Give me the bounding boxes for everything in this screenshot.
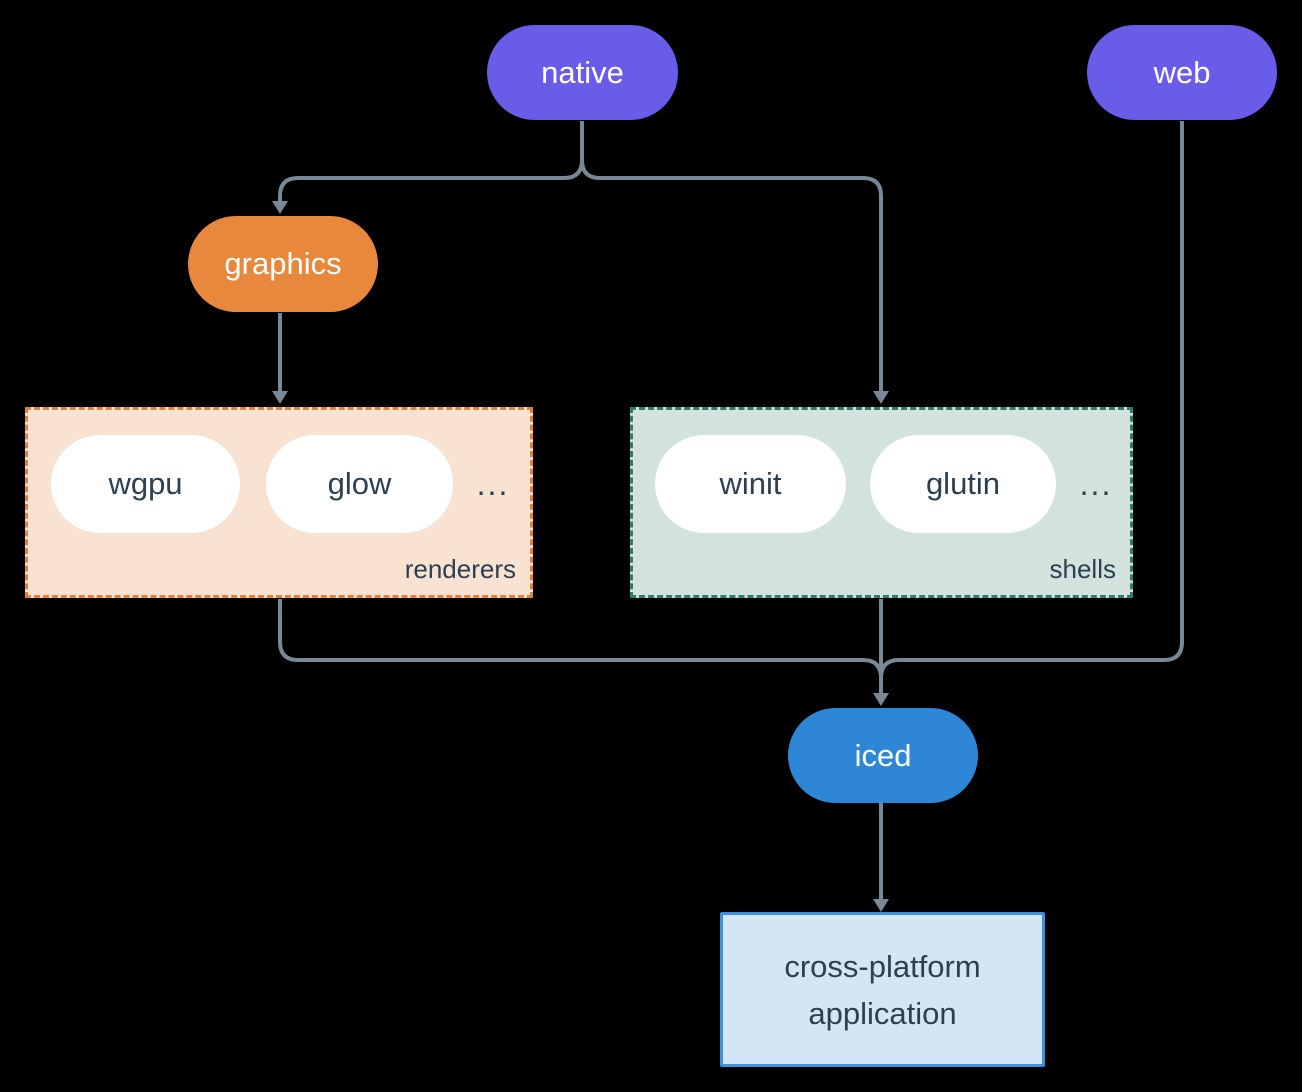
edge-web-to-iced <box>879 121 1184 679</box>
arrowhead-renderers <box>272 391 288 404</box>
node-winit-label: winit <box>719 466 782 501</box>
node-web: web <box>1087 25 1277 120</box>
node-wgpu: wgpu <box>51 435 240 533</box>
edge-native-to-graphics <box>278 121 584 201</box>
arrowhead-shells <box>873 391 889 404</box>
node-application: cross-platform application <box>720 912 1045 1067</box>
node-native: native <box>487 25 678 120</box>
node-glutin: glutin <box>870 435 1056 533</box>
node-web-label: web <box>1153 54 1211 90</box>
arrowhead-application <box>873 899 889 912</box>
node-graphics: graphics <box>188 216 378 312</box>
node-iced: iced <box>788 708 978 803</box>
node-iced-label: iced <box>854 737 912 773</box>
arrowhead-iced <box>873 693 889 706</box>
node-application-label: cross-platform application <box>784 948 981 1031</box>
node-glow: glow <box>266 435 453 533</box>
edge-native-to-shells <box>580 121 883 391</box>
node-graphics-label: graphics <box>224 246 342 281</box>
node-native-label: native <box>541 54 624 90</box>
group-shells: winit glutin ... shells <box>630 407 1133 598</box>
node-glutin-label: glutin <box>925 466 1001 501</box>
edge-renderers-to-iced <box>278 599 883 679</box>
shells-ellipsis: ... <box>1079 465 1113 502</box>
renderers-ellipsis: ... <box>476 465 510 502</box>
node-winit: winit <box>655 435 846 533</box>
arrowhead-graphics <box>272 201 288 214</box>
group-shells-label: shells <box>1049 554 1116 584</box>
group-renderers-label: renderers <box>404 554 516 584</box>
group-renderers: wgpu glow ... renderers <box>25 407 533 598</box>
node-glow-label: glow <box>327 466 392 501</box>
node-wgpu-label: wgpu <box>108 466 183 501</box>
